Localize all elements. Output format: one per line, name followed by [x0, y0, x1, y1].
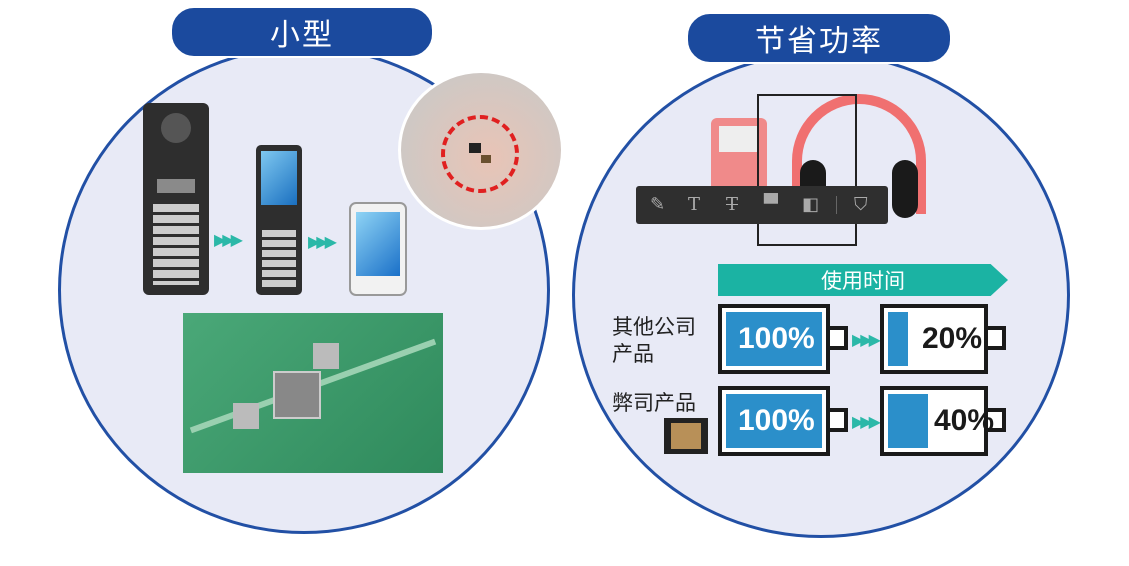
battery-full: 100%	[718, 304, 848, 374]
pen-icon[interactable]: ✎	[650, 194, 666, 215]
row-label-other: 其他公司产品	[612, 315, 696, 366]
chip-image	[664, 418, 708, 454]
arrow-icon: ▶▶▶	[852, 412, 881, 431]
cable	[757, 94, 857, 246]
left-title: 小型	[170, 6, 434, 58]
right-title: 节省功率	[686, 12, 952, 64]
bar-phone-image	[143, 103, 209, 295]
usage-time-banner: 使用时间	[718, 264, 1008, 296]
annotation-toolbar: ✎ T T ▀ ◧ ⛉	[636, 186, 888, 224]
battery-full: 100%	[718, 386, 848, 456]
battery-remaining: 40%	[880, 386, 1006, 456]
text-box-icon[interactable]: ▀	[764, 194, 778, 215]
arrow-icon: ▶▶▶	[852, 330, 881, 349]
strikethrough-text-icon[interactable]: T	[726, 194, 739, 215]
toolbar-divider	[836, 196, 837, 214]
tag-edit-icon[interactable]: ⛉	[854, 194, 868, 215]
layers-icon[interactable]: ◧	[802, 194, 820, 215]
pcb-photo	[183, 313, 443, 473]
finger-chip-closeup	[398, 70, 564, 230]
battery-remaining: 20%	[880, 304, 1006, 374]
row-label-ours: 弊司产品	[612, 391, 696, 415]
arrow-icon: ▶▶▶	[308, 232, 337, 251]
smartphone-image	[349, 202, 407, 296]
flip-phone-image	[256, 145, 302, 295]
text-icon[interactable]: T	[688, 194, 701, 215]
arrow-icon: ▶▶▶	[214, 230, 243, 249]
